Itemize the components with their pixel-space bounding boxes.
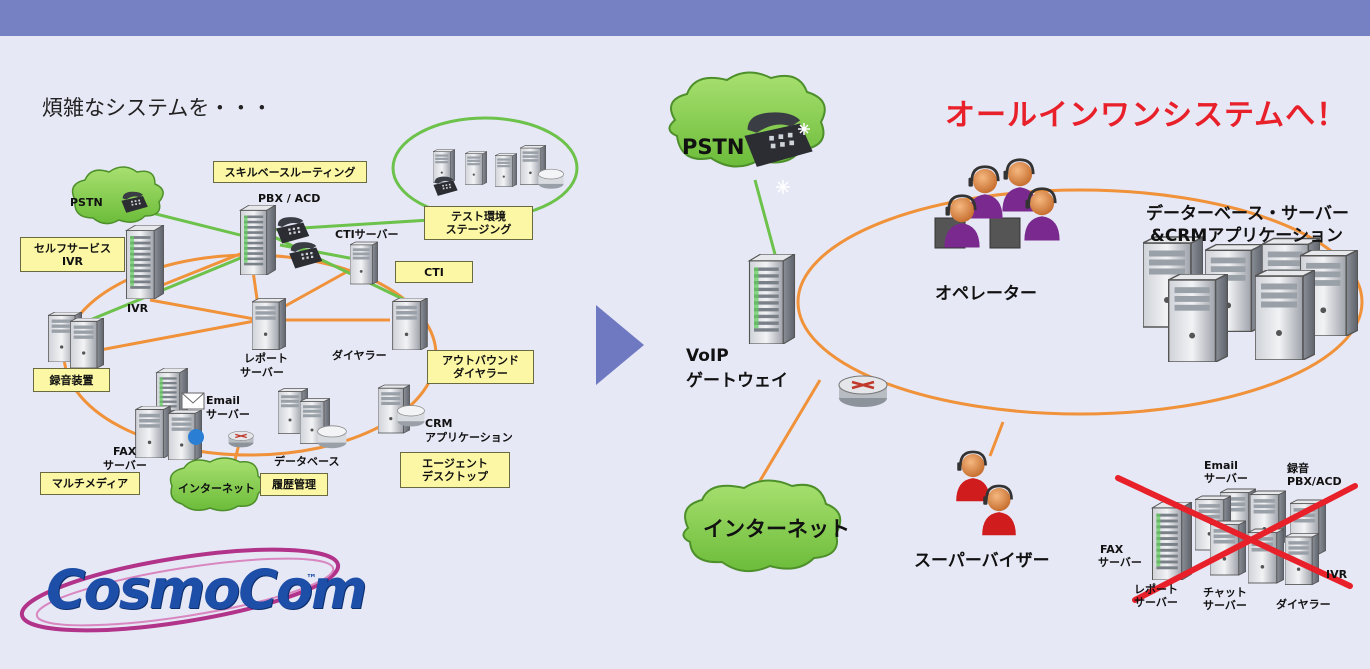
supervisor-label: スーパーバイザー (914, 551, 1050, 571)
operator-label: オペレーター (935, 284, 1037, 304)
right-equipment (748, 158, 1358, 585)
report-server-label-1: レポート (244, 352, 288, 365)
cti-server-label: CTIサーバー (335, 228, 399, 241)
x-dialer-label: ダイヤラー (1276, 598, 1331, 611)
x-report-label-2: サーバー (1134, 596, 1178, 609)
db-server-label-2: &CRMアプリケーション (1150, 226, 1343, 246)
cosmocom-logo-swoosh (19, 547, 341, 633)
x-rec-label-2: PBX/ACD (1287, 475, 1342, 488)
crm-label-1: CRM (425, 417, 453, 430)
right-green-link (753, 179, 778, 259)
email-label-1: Email (206, 394, 240, 407)
pbx-acd-label: PBX / ACD (258, 192, 321, 205)
right-pstn-label: PSTN (682, 135, 745, 159)
box-history: 履歴管理 (260, 473, 328, 496)
x-ivr-label: IVR (1326, 568, 1348, 581)
x-email-label-1: Email (1204, 459, 1238, 472)
cosmocom-logo: CosmoCom (46, 558, 367, 621)
left-heading: 煩雑なシステムを・・・ (42, 96, 273, 120)
x-report-label-1: レポート (1134, 583, 1178, 596)
left-pstn-cloud (71, 166, 164, 225)
sparkles (776, 123, 810, 194)
x-fax-label-2: サーバー (1098, 556, 1142, 569)
crossed-out-x (1115, 475, 1358, 603)
report-server-label-2: サーバー (240, 366, 284, 379)
left-pstn-label: PSTN (70, 196, 103, 209)
box-test-env: テスト環境 ステージング (424, 206, 533, 240)
x-email-label-2: サーバー (1204, 472, 1248, 485)
dialer-label: ダイヤラー (332, 349, 387, 362)
fax-label-1: FAX (113, 445, 137, 458)
email-label-2: サーバー (206, 408, 250, 421)
right-internet-cloud (682, 479, 842, 573)
database-label: データベース (274, 455, 340, 468)
left-internet-label: インターネット (178, 482, 255, 495)
box-recording: 録音装置 (33, 368, 110, 392)
left-equipment (48, 145, 564, 460)
top-banner (0, 0, 1370, 36)
box-self-service-ivr: セルフサービス IVR (20, 237, 125, 272)
crm-label-2: アプリケーション (425, 431, 513, 444)
x-fax-label-1: FAX (1100, 543, 1124, 556)
box-cti: CTI (395, 261, 473, 283)
voip-label-1: VoIP (686, 346, 729, 366)
x-rec-label-1: 録音 (1287, 462, 1309, 475)
voip-label-2: ゲートウェイ (686, 371, 788, 391)
right-internet-label: インターネット (703, 517, 850, 541)
db-server-label-1: データーベース・サーバー (1146, 204, 1349, 224)
fax-label-2: サーバー (103, 459, 147, 472)
cosmocom-tm: ™ (306, 572, 317, 585)
right-orange-network (743, 188, 1364, 507)
right-headline: オールインワンシステムへ！ (945, 98, 1348, 133)
box-skill-routing: スキルベースルーティング (213, 161, 367, 183)
x-chat-label-2: サーバー (1203, 599, 1247, 612)
x-chat-label-1: チャット (1203, 586, 1247, 599)
box-agent-desktop: エージェント デスクトップ (400, 452, 510, 488)
ivr-label: IVR (127, 302, 149, 315)
transition-arrow (596, 305, 644, 385)
box-outbound-dialer: アウトバウンド ダイヤラー (427, 350, 534, 384)
box-multimedia: マルチメディア (40, 472, 140, 495)
